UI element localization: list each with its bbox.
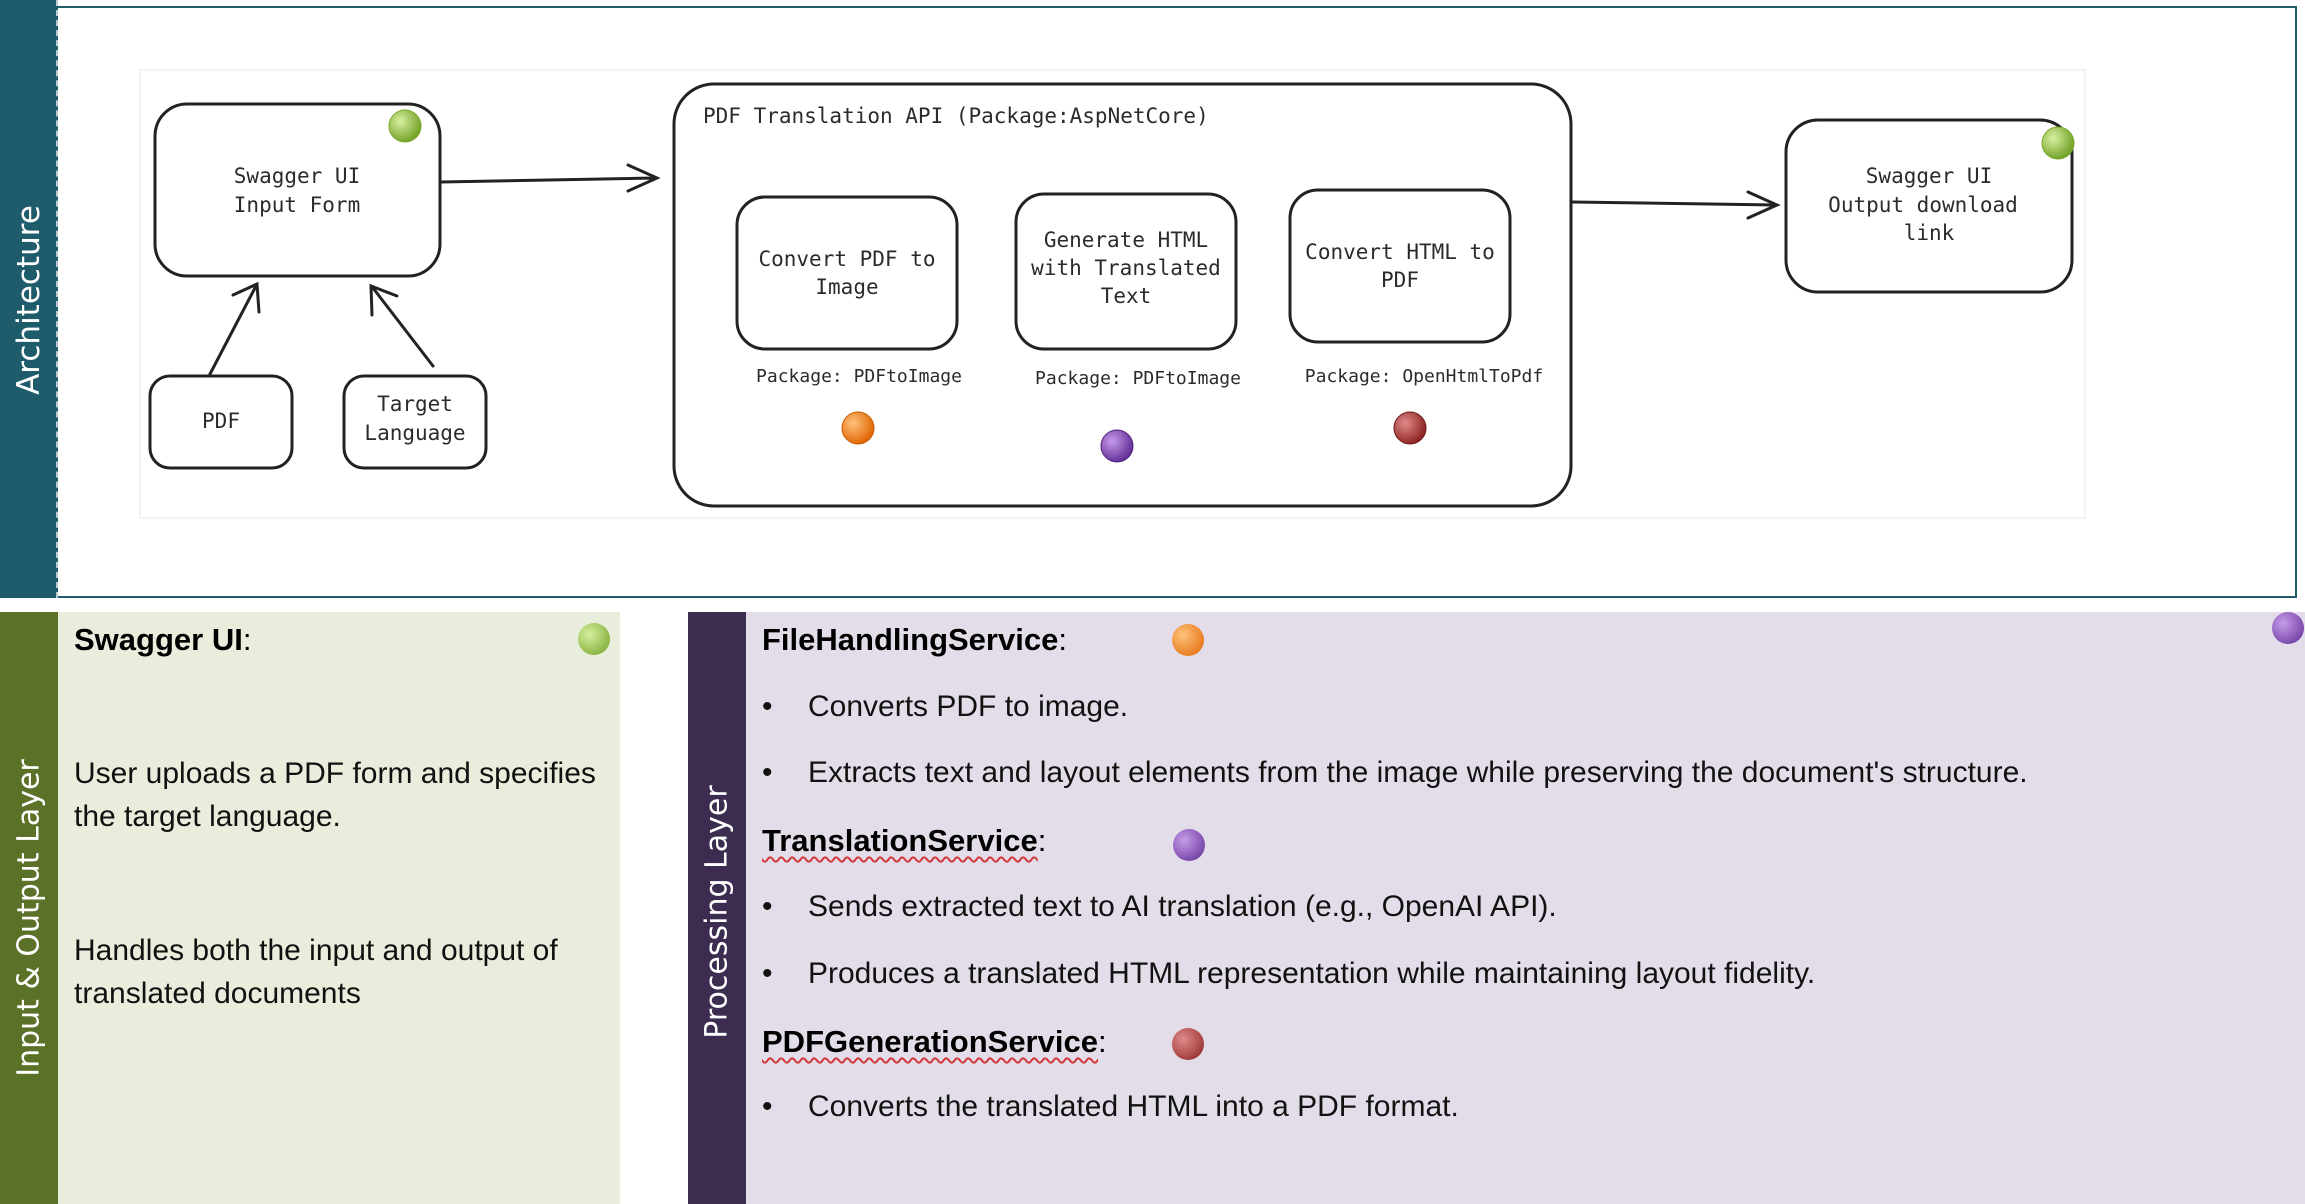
architecture-label-bar	[0, 0, 58, 598]
api-title: PDF Translation API (Package:AspNetCore)	[703, 104, 1209, 128]
orange-marker-icon	[841, 411, 875, 445]
io-description-handles: Handles both the input and output of tra…	[74, 934, 558, 1010]
red-marker-icon	[1172, 1028, 1204, 1060]
translation-service-heading: TranslationService:	[762, 823, 1046, 859]
step3-line1: Convert HTML to	[1305, 240, 1495, 264]
translation-colon: :	[1037, 823, 1047, 858]
red-marker-icon	[1393, 411, 1427, 445]
bullet-text: Extracts text and layout elements from t…	[808, 756, 2028, 789]
orange-marker-icon	[1172, 624, 1204, 656]
swagger-input-box: Swagger UI Input Form	[153, 102, 442, 278]
swagger-output-box: Swagger UI Output download link	[1784, 118, 2074, 294]
step1-line1: Convert PDF to	[758, 247, 935, 271]
bullet-text: Sends extracted text to AI translation (…	[808, 890, 1557, 923]
swagger-output-line2: Output download	[1828, 193, 2018, 217]
step2-line2: with Translated	[1031, 256, 1221, 280]
pdf-generation-service-name: PDFGenerationService	[762, 1024, 1098, 1059]
step2-line1: Generate HTML	[1044, 228, 1208, 252]
bullet-text: Converts the translated HTML into a PDF …	[808, 1090, 1459, 1123]
file-handling-service-heading: FileHandlingService:	[762, 622, 1067, 658]
arrow-to-output	[1570, 190, 1781, 220]
green-marker-icon	[578, 623, 610, 655]
target-language-line2: Language	[364, 421, 465, 445]
file-handling-colon: :	[1058, 622, 1067, 657]
green-marker-icon	[388, 109, 422, 143]
bullet-glyph: •	[762, 1090, 773, 1123]
step1-package: Package: PDFtoImage	[756, 366, 962, 387]
bullet-glyph: •	[762, 957, 773, 990]
bullet-item: • Sends extracted text to AI translation …	[762, 890, 1557, 924]
bullet-item: • Converts PDF to image.	[762, 690, 1128, 724]
pdf-generation-colon: :	[1097, 1024, 1107, 1059]
step-convert-pdf-to-image: Convert PDF to Image Package: PDFtoImage	[735, 195, 962, 387]
bullet-item: • Produces a translated HTML representati…	[762, 957, 1815, 991]
bullet-text: Converts PDF to image.	[808, 690, 1129, 723]
architecture-diagram: Swagger UI Input Form PDF Target Languag…	[139, 69, 2086, 519]
io-layer-label: Input & Output Layer	[11, 759, 47, 1077]
step2-line3: Text	[1101, 284, 1152, 308]
io-heading-text: Swagger UI	[74, 622, 243, 657]
step-generate-html: Generate HTML with Translated Text Packa…	[1014, 192, 1241, 389]
io-layer-label-bar	[0, 612, 58, 1204]
processing-layer-label-bar	[688, 612, 746, 1204]
io-heading: Swagger UI:	[74, 622, 251, 658]
input-arrows	[208, 281, 435, 376]
target-language-line1: Target	[377, 392, 453, 416]
processing-layer-label: Processing Layer	[699, 785, 735, 1039]
bullet-glyph: •	[762, 690, 773, 723]
step3-line2: PDF	[1381, 268, 1419, 292]
bullet-item: • Extracts text and layout elements from …	[762, 756, 2028, 790]
step-convert-html-to-pdf: Convert HTML to PDF Package: OpenHtmlToP…	[1288, 188, 1543, 387]
pdf-input-box: PDF	[148, 374, 294, 470]
pdf-box-label: PDF	[202, 409, 240, 433]
io-heading-colon: :	[242, 622, 252, 657]
io-layer-panel	[58, 612, 620, 1204]
file-handling-service-name: FileHandlingService	[762, 622, 1059, 657]
bullet-text: Produces a translated HTML representatio…	[808, 957, 1816, 990]
purple-marker-icon	[1173, 829, 1205, 861]
target-language-box: Target Language	[342, 374, 488, 470]
translation-service-name: TranslationService	[762, 823, 1038, 858]
bullet-glyph: •	[762, 756, 773, 789]
swagger-output-line1: Swagger UI	[1866, 164, 1992, 188]
sketch-canvas-border	[139, 69, 2086, 519]
pdf-generation-service-heading: PDFGenerationService:	[762, 1024, 1107, 1060]
purple-marker-icon	[1100, 429, 1134, 463]
swagger-input-line1: Swagger UI	[234, 164, 360, 188]
step3-package: Package: OpenHtmlToPdf	[1305, 366, 1543, 387]
step1-line2: Image	[815, 275, 878, 299]
arrow-to-api	[439, 163, 661, 193]
purple-marker-icon	[2272, 612, 2304, 644]
bullet-item: • Converts the translated HTML into a PDF…	[762, 1090, 1459, 1124]
green-marker-icon	[2041, 126, 2075, 160]
step2-package: Package: PDFtoImage	[1035, 368, 1241, 389]
io-description-upload: User uploads a PDF form and specifies th…	[74, 757, 596, 833]
swagger-output-line3: link	[1904, 221, 1955, 245]
bullet-glyph: •	[762, 890, 773, 923]
swagger-input-line2: Input Form	[234, 193, 360, 217]
processing-layer-panel	[746, 612, 2305, 1204]
